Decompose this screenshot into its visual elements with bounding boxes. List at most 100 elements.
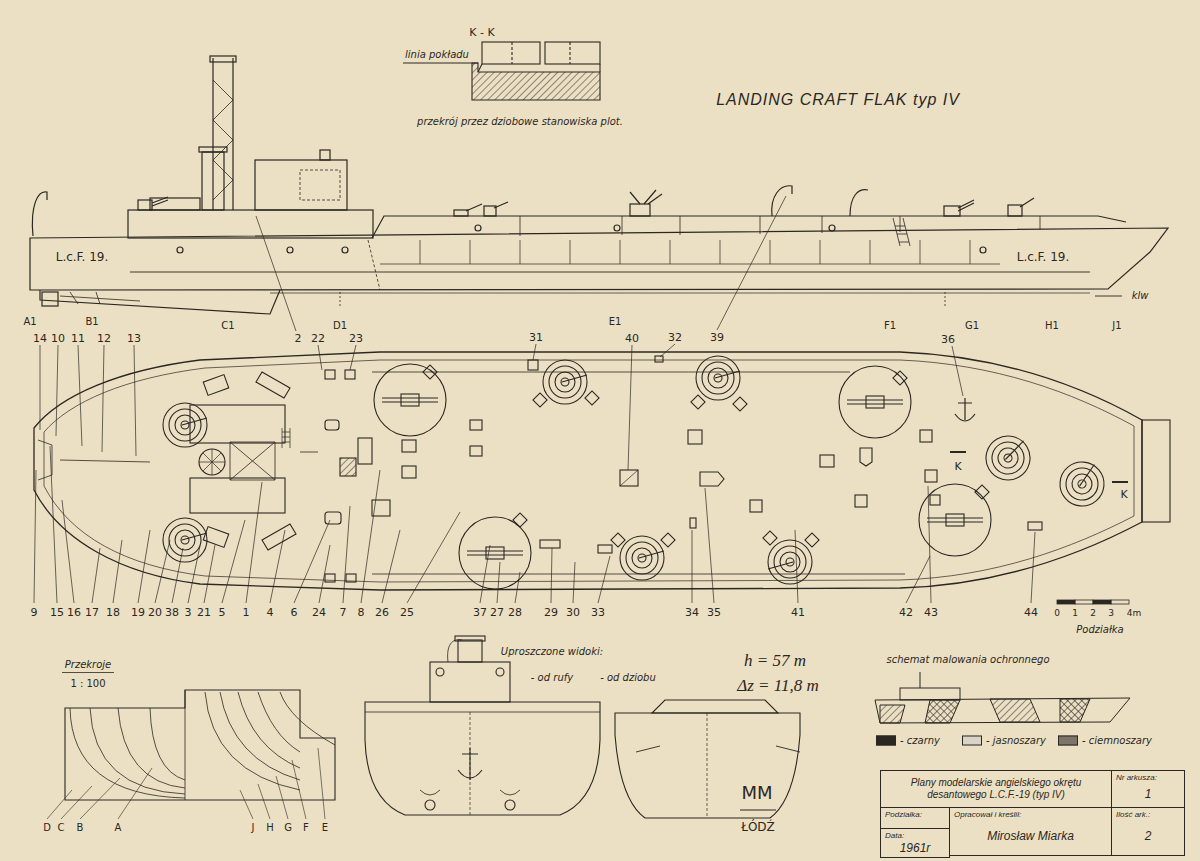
callout-number: 1: [243, 607, 250, 618]
callout-number: 17: [85, 607, 99, 618]
ship-profile: [958, 200, 974, 211]
stern-view: [458, 748, 482, 780]
leader-line: [318, 344, 675, 470]
camouflage-scheme: [875, 672, 1130, 723]
ship-profile: [150, 198, 200, 210]
stern-view: [448, 640, 462, 662]
ship-plan-view: [325, 370, 335, 379]
callout-number: 10: [51, 333, 65, 344]
scale-bar: [1057, 600, 1129, 604]
cell-heading: Data:: [885, 831, 945, 841]
callout-number: 37: [473, 607, 487, 618]
section-mark: K: [954, 461, 961, 472]
cell-heading: Podziałka:: [885, 810, 945, 820]
scale-bar: [1111, 600, 1129, 604]
ship-plan-view: [34, 352, 1170, 590]
ship-profile: [520, 216, 1040, 236]
ship-plan-view: [423, 365, 437, 379]
stern-view: [420, 790, 520, 795]
leader-line: [256, 216, 296, 331]
legend-text: - jasnoszary: [986, 735, 1046, 746]
cell-heading: Opracował i kreślił:: [954, 810, 1107, 820]
title-block-cell: Data:1961r: [880, 828, 950, 858]
section-kk: [403, 42, 600, 100]
leader-line: [222, 470, 460, 603]
scale-caption: Podziałka: [1076, 625, 1123, 635]
bow-view: [615, 713, 800, 818]
leader-line: [40, 345, 136, 456]
ship-plan-view: [690, 518, 696, 528]
ship-profile: [128, 210, 373, 238]
waterline-mark: klw: [1132, 291, 1149, 301]
stern-view: [455, 636, 485, 641]
ship-profile: [177, 247, 183, 253]
station-letter: H1: [1045, 321, 1059, 331]
ship-plan-view: [325, 420, 339, 430]
hull-sections: [205, 692, 335, 790]
ship-profile: [380, 240, 1000, 264]
ship-plan-view: [459, 517, 531, 589]
handwritten-note: h = 57 m: [744, 652, 806, 669]
ship-plan-view: [620, 470, 638, 486]
callout-number: 31: [529, 332, 543, 343]
bow-view: [707, 713, 708, 818]
legend-entry: - czarny: [876, 735, 940, 746]
ship-profile: [829, 225, 835, 231]
stern-view: [496, 668, 504, 676]
callout-number: 44: [1024, 607, 1038, 618]
ship-plan-view: [163, 518, 207, 562]
logo-mark: [740, 809, 776, 810]
ship-profile: [466, 204, 482, 211]
ship-profile: [614, 225, 620, 231]
camouflage-scheme: [990, 699, 1040, 722]
cell-value: 1961r: [885, 841, 945, 855]
ship-plan-view: [975, 485, 989, 499]
ship-plan-view: [190, 478, 285, 513]
callout-number: 5: [219, 607, 226, 618]
ship-plan-view: [358, 438, 372, 464]
callout-number: 19: [131, 607, 145, 618]
callout-number: 26: [375, 607, 389, 618]
ship-plan-view: [950, 452, 1128, 482]
legend-swatch: [962, 735, 982, 745]
ship-profile: [850, 190, 868, 216]
callout-number: 24: [312, 607, 326, 618]
cell-value: 1: [1116, 783, 1180, 805]
ship-plan-view: [930, 495, 940, 505]
callout-number: 18: [106, 607, 120, 618]
callout-number: 23: [349, 333, 363, 344]
title-block-cell: Nr arkusza:1: [1111, 770, 1185, 808]
callout-number: 38: [165, 607, 179, 618]
title-block-cell: Plany modelarskie angielskiego okrętu de…: [880, 770, 1112, 808]
ship-plan-view: [34, 352, 1142, 590]
ship-plan-view: [374, 364, 446, 436]
leader-line: [34, 446, 215, 603]
ship-plan-view: [655, 356, 663, 362]
ship-plan-view: [44, 360, 1134, 582]
ship-plan-view: [402, 440, 416, 452]
callout-number: 36: [941, 334, 955, 345]
ship-profile: [1095, 296, 1122, 297]
camouflage-scheme: [925, 700, 960, 723]
scale-number: 3: [1108, 609, 1114, 618]
ship-profile: [630, 190, 662, 204]
hull-sections: [240, 748, 325, 819]
legend-text: - czarny: [900, 735, 940, 746]
callout-number: 42: [899, 607, 913, 618]
callout-number: 27: [490, 607, 504, 618]
ship-profile: [372, 216, 1126, 238]
ship-plan-view: [620, 536, 664, 580]
camouflage-scheme: [1060, 699, 1090, 722]
ship-plan-view: [345, 370, 355, 379]
section-letter: A: [115, 823, 122, 833]
hull-sections: [62, 672, 114, 673]
callout-number: 14: [33, 333, 47, 344]
ship-profile: [255, 160, 347, 210]
ship-plan-view: [163, 403, 207, 447]
ship-plan-view: [611, 533, 625, 547]
stern-view: [365, 712, 600, 713]
callout-number: 9: [31, 607, 38, 618]
stern-view: [365, 702, 600, 815]
callout-number: 13: [127, 333, 141, 344]
ship-plan-view: [855, 495, 867, 507]
